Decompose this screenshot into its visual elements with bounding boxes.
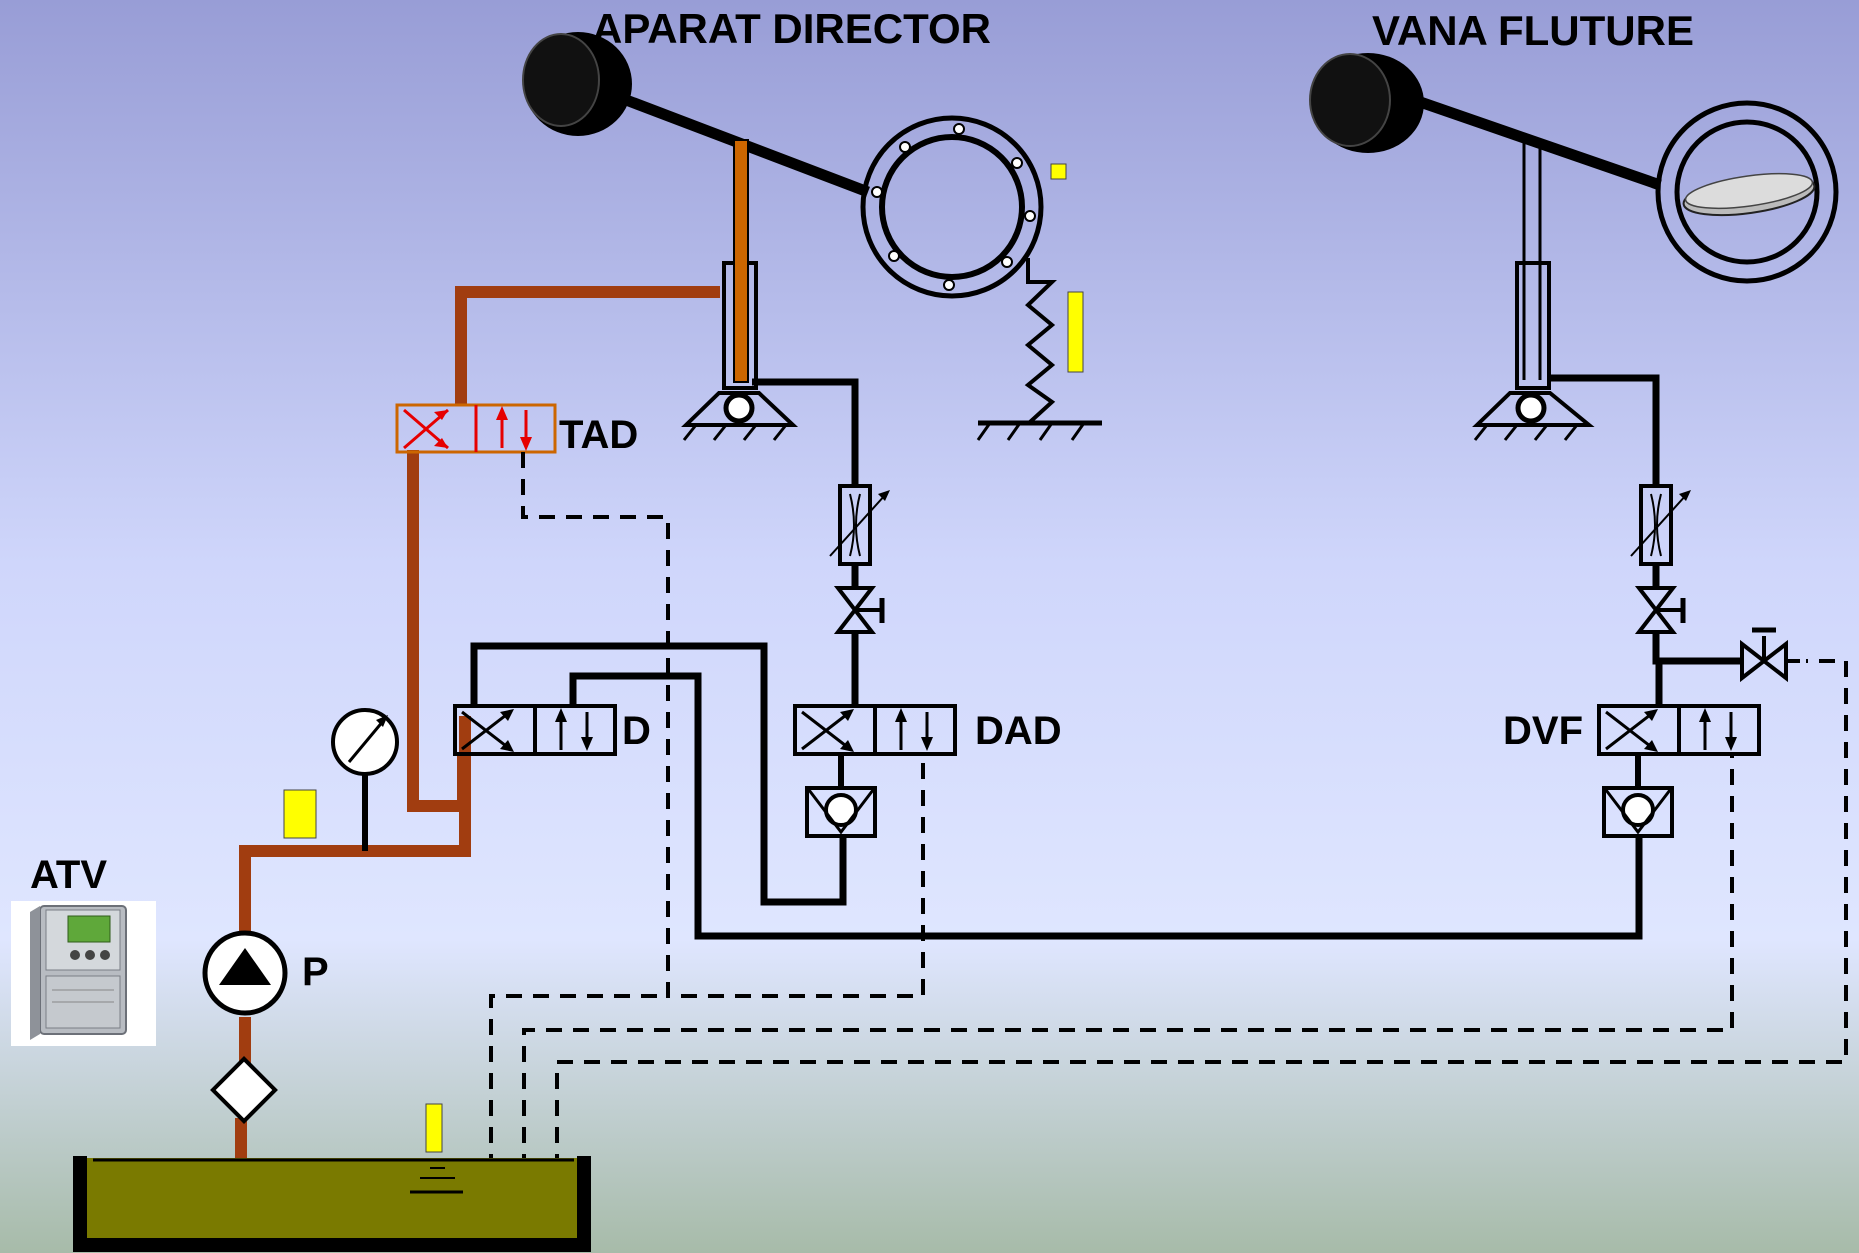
indicator-ring bbox=[1050, 163, 1067, 180]
valve-dvf bbox=[1597, 704, 1761, 756]
check-valve-dad bbox=[805, 754, 877, 838]
indicator-tank-level bbox=[425, 1103, 443, 1153]
butterfly-valve-body bbox=[1655, 100, 1839, 284]
atv-drive-image bbox=[11, 901, 156, 1046]
valve-d bbox=[453, 704, 617, 756]
valve-tad bbox=[395, 403, 557, 454]
label-d: D bbox=[622, 709, 651, 753]
valve-dad bbox=[793, 704, 957, 756]
title-vana-fluture: VANA FLUTURE bbox=[1372, 7, 1694, 54]
indicator-pressure bbox=[283, 789, 317, 839]
aparat-director-lever bbox=[522, 32, 870, 198]
throttle-vf bbox=[1630, 484, 1691, 566]
working-lines bbox=[470, 374, 1742, 940]
drain-lines bbox=[489, 452, 1848, 1170]
label-dvf: DVF bbox=[1503, 709, 1583, 753]
bypass-valve-vf bbox=[1740, 627, 1800, 683]
oil-tank bbox=[73, 1156, 591, 1252]
label-tad: TAD bbox=[559, 413, 638, 457]
vana-fluture-lever bbox=[1309, 53, 1662, 191]
pressure-gauge bbox=[331, 708, 399, 851]
servomotor-cylinder-ad bbox=[681, 139, 799, 441]
shutoff-valve-ad bbox=[833, 586, 885, 634]
return-spring bbox=[976, 258, 1102, 441]
shutoff-valve-vf bbox=[1634, 586, 1686, 634]
label-dad: DAD bbox=[975, 709, 1062, 753]
indicator-spring bbox=[1067, 291, 1084, 373]
pump bbox=[202, 930, 288, 1016]
pressure-line bbox=[235, 286, 720, 1170]
label-p: P bbox=[302, 950, 329, 994]
title-aparat-director: APARAT DIRECTOR bbox=[592, 5, 991, 52]
check-valve-dvf bbox=[1602, 754, 1674, 838]
throttle-ad bbox=[829, 484, 890, 566]
servo-rod-ad bbox=[733, 139, 749, 383]
servomotor-cylinder-vf bbox=[1472, 140, 1595, 441]
guide-vane-ring bbox=[860, 115, 1044, 299]
filter bbox=[210, 1056, 278, 1124]
label-atv: ATV bbox=[30, 853, 107, 897]
